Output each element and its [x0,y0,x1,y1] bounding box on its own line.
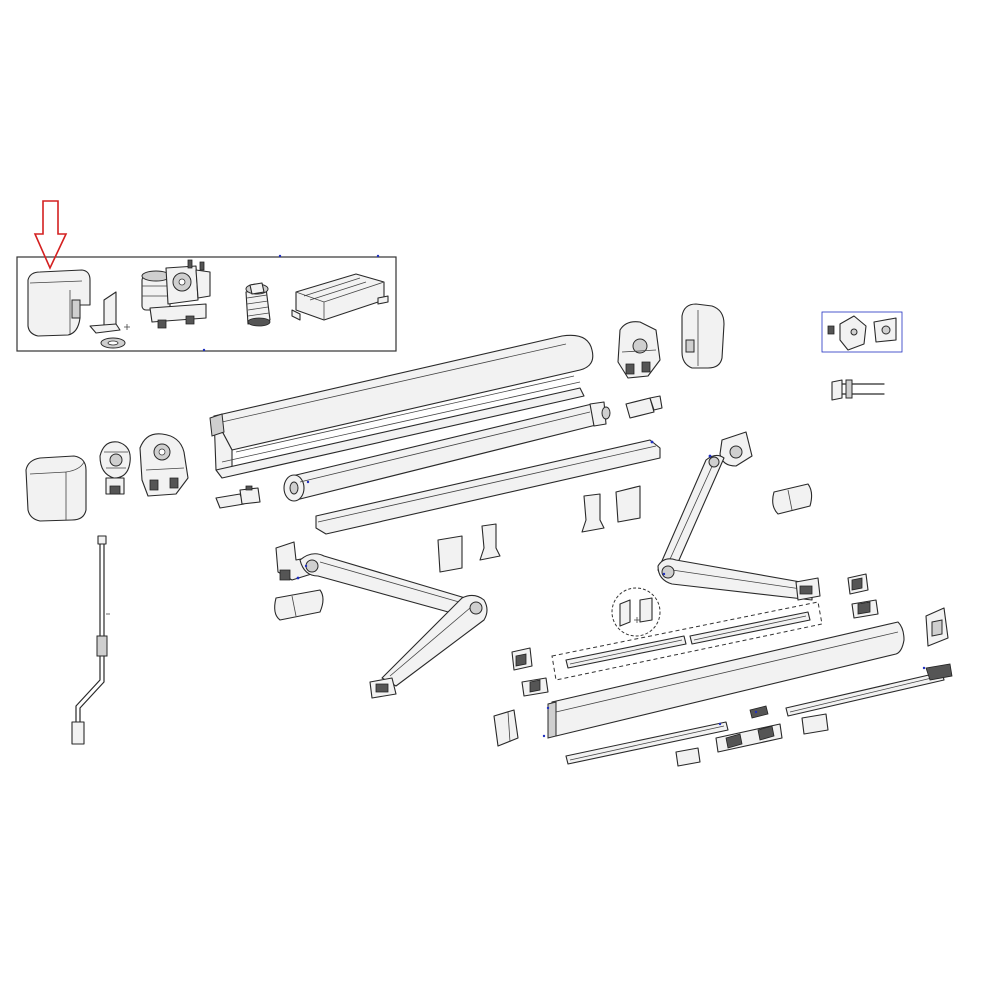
left-arm-assembly [275,541,488,699]
fixture-right-2 [851,599,879,619]
front-bar-dashed-group [551,601,823,681]
right-small-cylinder [625,395,663,419]
roller-tube [283,401,611,502]
mid-bracket-3 [581,493,605,533]
inset-frame [16,256,397,352]
mid-bracket-4 [615,485,641,523]
mid-bracket-2 [479,523,501,561]
clip-icon [873,317,897,343]
small-connector-left [215,485,261,509]
spring-cylinder-icon [245,282,271,327]
lead-rail [565,663,953,765]
fixture-left-1 [511,647,533,671]
left-end-cap [25,455,87,522]
corner-bracket-icon [839,315,867,351]
bracket-icon [89,291,130,349]
pin-icon [831,379,885,401]
front-profile-strip [306,439,661,535]
left-gear-hub [99,441,131,495]
motor-unit-icon [141,259,211,329]
front-bar-end-cap-left [493,709,519,747]
end-cap-icon [27,269,91,337]
right-arm-cover [772,483,813,515]
control-box-icon [291,273,389,321]
rail-connectors [675,713,829,767]
front-bar-end-cap-right [925,607,949,647]
right-fitting-inset [821,311,903,401]
highlight-arrow-icon [33,200,68,270]
crank-handle [71,535,110,745]
right-arm-assembly [657,431,821,601]
cassette-housing [209,334,594,479]
front-valance [547,621,905,739]
right-gear-bracket [617,321,661,379]
fixture-left-2 [521,677,549,697]
left-arm-cover [274,589,324,621]
accessory-inset [16,200,397,352]
right-end-cap [681,303,725,369]
detail-circle [611,587,661,637]
mid-bracket-1 [437,535,463,573]
fixture-right-1 [847,573,869,595]
left-gear-bracket [139,433,189,497]
